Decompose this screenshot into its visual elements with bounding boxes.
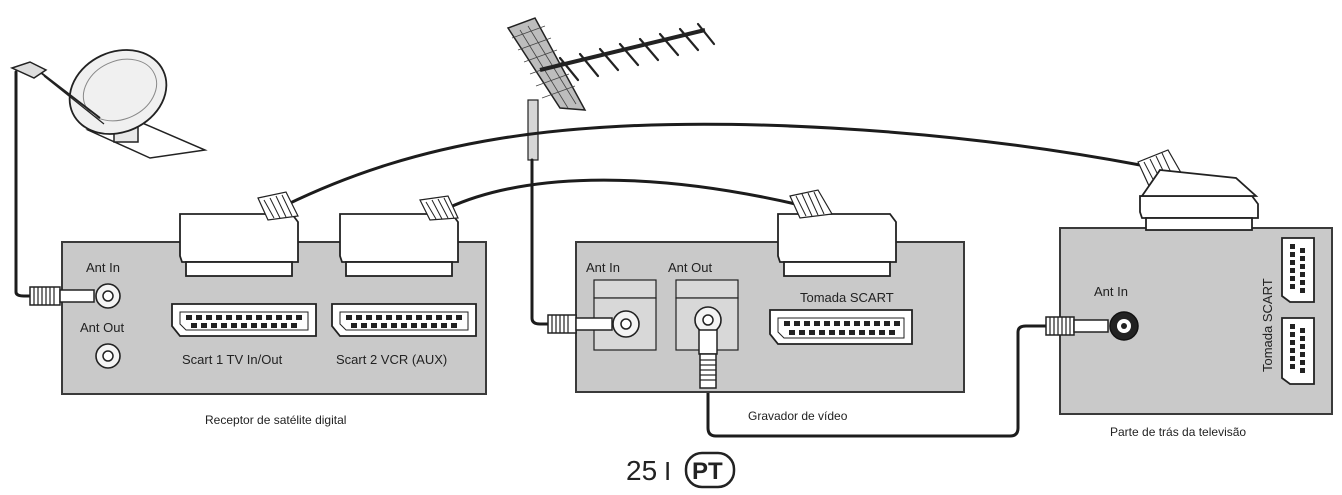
page-separator: I bbox=[664, 456, 671, 486]
satellite-dish-icon bbox=[9, 49, 208, 159]
scart-cable-vcr bbox=[446, 178, 802, 210]
satellite-cable bbox=[14, 70, 42, 298]
tv-scart-label: Tomada SCART bbox=[1260, 278, 1275, 372]
scart-plug bbox=[339, 195, 459, 277]
vcr-caption: Gravador de vídeo bbox=[748, 409, 848, 423]
scart-cable-tv bbox=[284, 122, 1142, 207]
vcr-scart-socket[interactable] bbox=[769, 309, 913, 345]
receiver-ant-out-label: Ant Out bbox=[80, 320, 124, 335]
vcr-scart-label: Tomada SCART bbox=[800, 290, 894, 305]
language-badge bbox=[684, 451, 736, 489]
video-recorder: Ant In Ant Out Tomad bbox=[547, 189, 965, 393]
satellite-receiver: Ant In Ant Out bbox=[29, 191, 487, 395]
cables bbox=[14, 70, 1142, 438]
vcr-ant-in-label: Ant In bbox=[586, 260, 620, 275]
tv-ant-in-label: Ant In bbox=[1094, 284, 1128, 299]
tv-caption: Parte de trás da televisão bbox=[1110, 425, 1246, 439]
coax-plug bbox=[29, 286, 95, 306]
receiver-caption: Receptor de satélite digital bbox=[205, 413, 346, 427]
receiver-ant-in-label: Ant In bbox=[86, 260, 120, 275]
antenna-cable bbox=[530, 158, 554, 326]
receiver-scart1-label: Scart 1 TV In/Out bbox=[182, 352, 283, 367]
coax-plug bbox=[547, 314, 613, 334]
scart-plug bbox=[1137, 149, 1259, 231]
tv-antenna-icon bbox=[506, 17, 716, 161]
tv-scart-socket[interactable] bbox=[1281, 317, 1315, 385]
language-badge-text: PT bbox=[692, 458, 723, 485]
rf-cable-vcr-tv bbox=[706, 324, 1050, 438]
receiver-scart1-socket[interactable] bbox=[171, 303, 317, 337]
receiver-scart2-label: Scart 2 VCR (AUX) bbox=[336, 352, 447, 367]
page-footer: 25 I PT bbox=[626, 451, 736, 489]
tv-scart-socket[interactable] bbox=[1281, 237, 1315, 303]
vcr-ant-out-label: Ant Out bbox=[668, 260, 712, 275]
coax-plug bbox=[1045, 316, 1109, 336]
coax-plug bbox=[698, 329, 718, 389]
scart-plug bbox=[777, 189, 897, 277]
page-number: 25 bbox=[626, 455, 657, 486]
scart-plug bbox=[179, 191, 299, 277]
receiver-scart2-socket[interactable] bbox=[331, 303, 477, 337]
tv-back: Ant In Tomada SCART bbox=[1045, 149, 1333, 415]
